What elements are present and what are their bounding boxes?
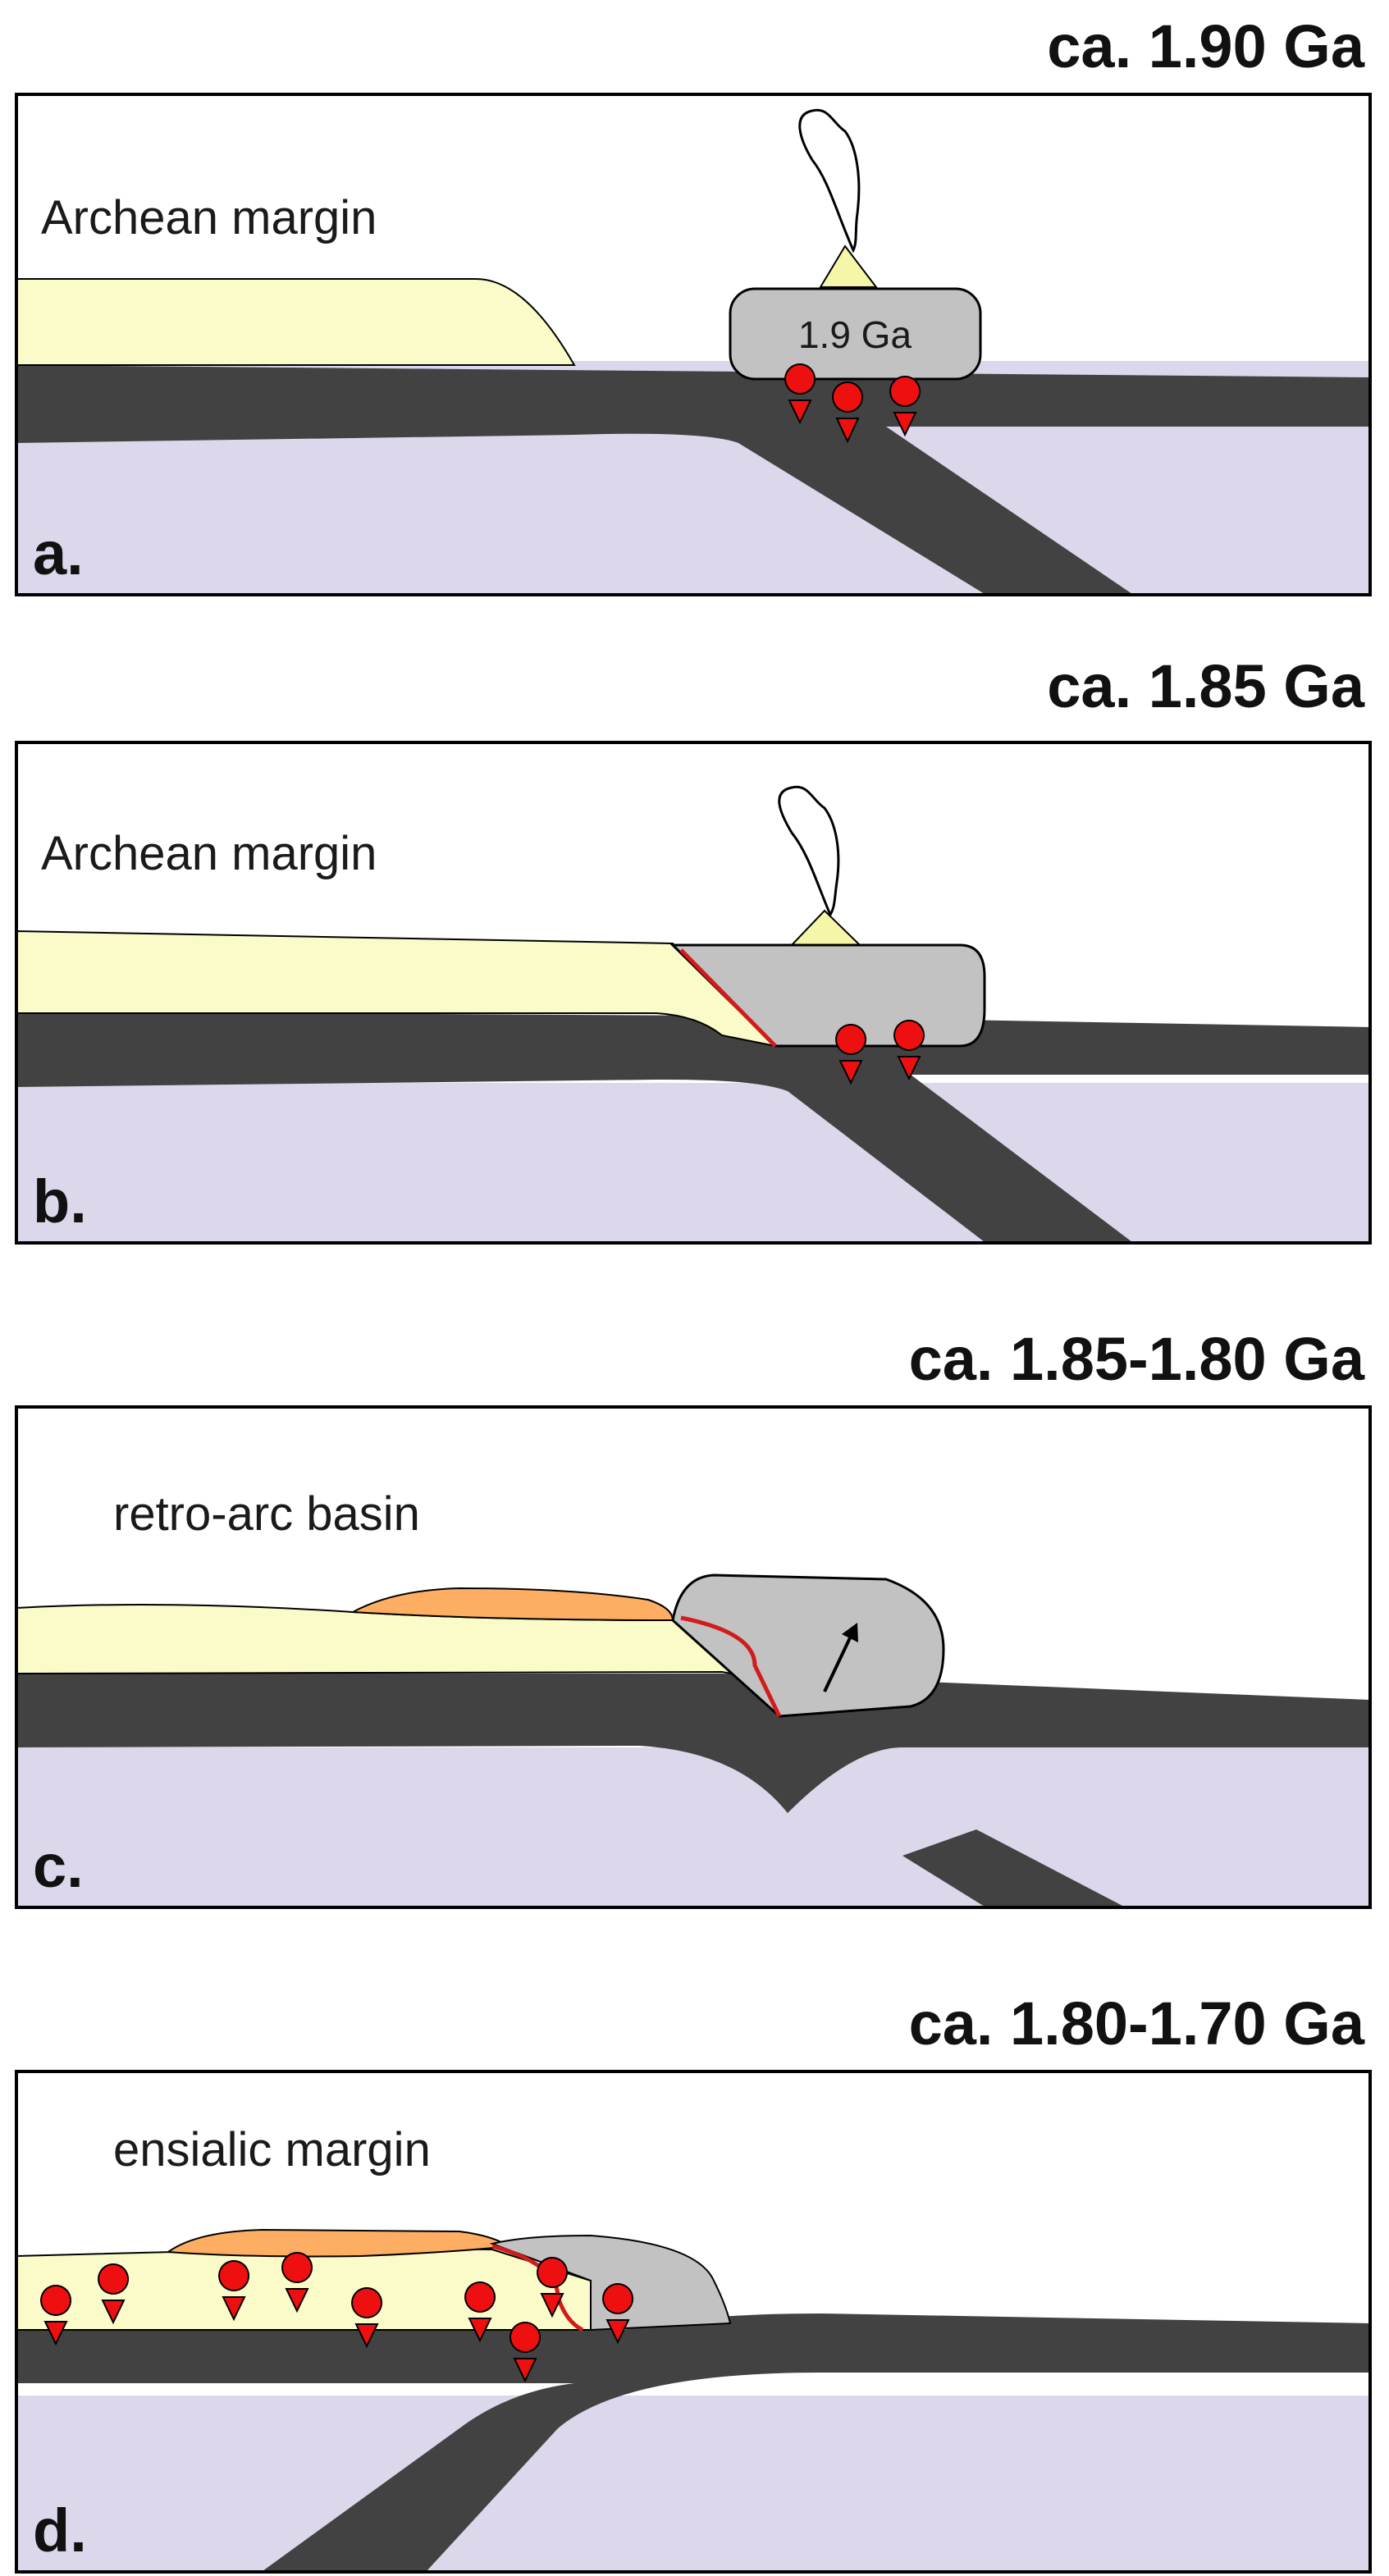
panel-a: 1.9 Ga Archean margin a. [15, 93, 1372, 596]
melt-droplet [784, 363, 816, 425]
panel-letter: c. [33, 1832, 84, 1900]
setting-label: Archean margin [41, 827, 377, 880]
fault-line [679, 948, 777, 1048]
melt-droplet [218, 2260, 250, 2322]
volcano-cone [789, 909, 862, 946]
melt-droplet [351, 2287, 383, 2349]
retro-arc-basin-fill [350, 1587, 674, 1622]
melt-droplet [537, 2257, 569, 2318]
melt-droplet [40, 2285, 72, 2346]
melt-droplet [98, 2263, 130, 2325]
panel-b: Archean margin b. [15, 741, 1372, 1245]
melt-droplet [464, 2281, 496, 2343]
detached-slab [902, 1829, 1124, 1907]
melt-droplet [889, 376, 921, 437]
setting-label: retro-arc basin [113, 1487, 420, 1541]
volcanic-arc [671, 1573, 945, 1718]
panel-frame [15, 93, 1372, 596]
basin-fill [166, 2228, 511, 2258]
melt-droplet [832, 381, 864, 444]
overriding-slab [16, 1674, 1370, 1813]
panel-frame [15, 1405, 1372, 1909]
melt-droplet [835, 1024, 867, 1085]
setting-label: Archean margin [41, 191, 377, 244]
volcano-cone [819, 244, 879, 288]
panel-c-time: ca. 1.85-1.80 Ga [908, 1325, 1364, 1393]
panel-d-time: ca. 1.80-1.70 Ga [908, 1989, 1364, 2058]
subducting-slab [16, 365, 1370, 594]
subducting-slab [16, 1012, 1370, 1242]
panel-d: ensialic margin d. [15, 2070, 1372, 2574]
melt-droplet [509, 2322, 541, 2383]
panel-letter: b. [33, 1167, 87, 1235]
melt-droplet [281, 2252, 313, 2313]
mantle [16, 1083, 1370, 1242]
panel-frame [15, 741, 1372, 1245]
fault-line [680, 1615, 782, 1718]
panel-b-time: ca. 1.85 Ga [1047, 652, 1364, 720]
melt-droplet [602, 2283, 634, 2345]
eruption-plume [778, 785, 840, 918]
panel-a-time: ca. 1.90 Ga [1047, 12, 1364, 80]
eruption-plume [798, 108, 861, 253]
melt-droplets [835, 1020, 925, 1085]
panel-c: retro-arc basin c. [15, 1405, 1372, 1909]
subducting-slab [16, 2313, 1370, 2571]
panel-letter: a. [33, 519, 84, 587]
melt-droplets [40, 2252, 634, 2383]
mantle [16, 2396, 1370, 2571]
uplift-arrow-icon [823, 1623, 858, 1692]
volcanic-arc [729, 287, 982, 381]
arc-age-label: 1.9 Ga [798, 313, 912, 356]
archean-crust [16, 929, 779, 1048]
setting-label: ensialic margin [113, 2123, 431, 2176]
mantle [16, 1747, 1370, 1907]
panel-letter: d. [33, 2496, 87, 2565]
archean-crust [16, 278, 576, 366]
melt-droplet [893, 1020, 925, 1081]
melt-droplets [784, 363, 921, 444]
panel-frame [15, 2070, 1372, 2574]
